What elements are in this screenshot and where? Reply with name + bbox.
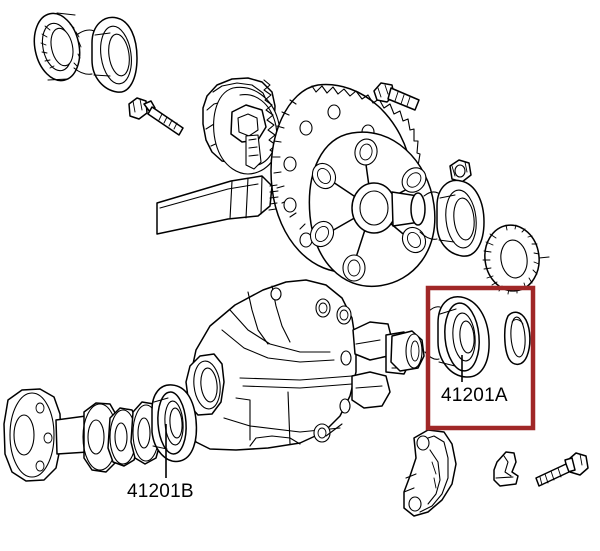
part-bearing-41201b	[151, 384, 198, 463]
part-companion-flange	[3, 388, 89, 482]
part-bolt-lower-right	[535, 452, 589, 487]
part-bearing-41201a	[424, 296, 490, 378]
part-bearing-cap	[403, 429, 457, 517]
part-bearing-upper-right	[419, 179, 485, 257]
part-carrier-housing	[185, 279, 411, 451]
highlight-box	[425, 285, 536, 431]
part-bolt-upper-left	[128, 97, 184, 136]
part-differential-case	[202, 77, 436, 288]
part-label-41201a: 41201A	[441, 385, 508, 406]
part-lock-plate	[493, 451, 519, 487]
part-shim-ring	[504, 311, 531, 365]
part-adjust-nut	[482, 224, 550, 295]
part-bearing-upper-left	[33, 12, 138, 93]
part-nut-small	[449, 159, 472, 183]
part-bolt-upper-right	[373, 82, 420, 111]
part-spacer	[107, 407, 140, 467]
part-pinion-shaft	[156, 175, 279, 235]
part-shaft-stub	[390, 330, 425, 372]
part-label-41201b: 41201B	[127, 481, 194, 502]
